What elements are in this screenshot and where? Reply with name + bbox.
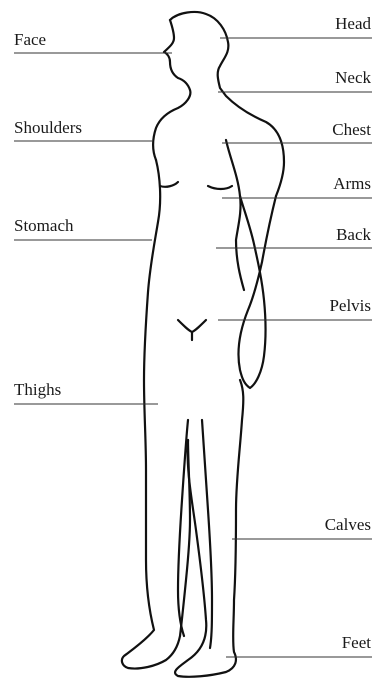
back-outline <box>238 196 276 388</box>
chest-line-left <box>160 182 178 187</box>
pelvis-mark <box>178 320 206 332</box>
label-face: Face <box>14 30 46 50</box>
label-pelvis: Pelvis <box>329 296 371 316</box>
label-thighs: Thighs <box>14 380 61 400</box>
label-head: Head <box>335 14 371 34</box>
label-neck: Neck <box>335 68 371 88</box>
label-feet: Feet <box>342 633 371 653</box>
label-chest: Chest <box>332 120 371 140</box>
arm-outline <box>226 140 244 290</box>
label-back: Back <box>336 225 371 245</box>
label-arms: Arms <box>333 174 371 194</box>
front-body-outline <box>122 160 190 669</box>
chest-line-right <box>208 186 232 189</box>
inner-leg-right <box>202 420 212 648</box>
label-calves: Calves <box>325 515 371 535</box>
label-shoulders: Shoulders <box>14 118 82 138</box>
face-outline <box>153 20 190 160</box>
label-stomach: Stomach <box>14 216 74 236</box>
head-outline <box>170 12 284 196</box>
